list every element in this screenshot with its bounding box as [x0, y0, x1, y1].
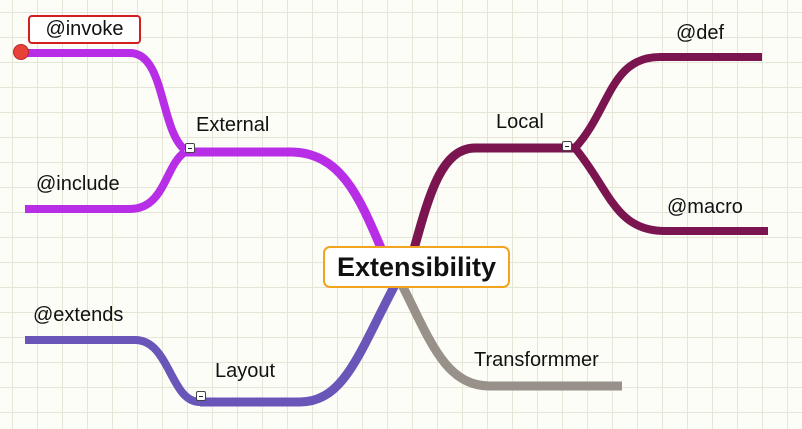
node-transformmer[interactable]: Transformmer	[474, 349, 599, 371]
node-external[interactable]: External	[196, 114, 270, 136]
edge-macro	[571, 145, 768, 235]
edge-invoke	[25, 49, 188, 154]
minus-box-icon[interactable]	[185, 143, 195, 153]
node-invoke[interactable]: @invoke	[28, 15, 141, 44]
minus-box-icon[interactable]	[196, 391, 206, 401]
node-def[interactable]: @def	[676, 22, 725, 44]
node-extends[interactable]: @extends	[33, 304, 124, 326]
edge-def	[572, 53, 762, 151]
root-node[interactable]: Extensibility	[323, 246, 510, 288]
edge-transformmer	[397, 282, 622, 391]
minus-box-icon[interactable]	[562, 141, 572, 151]
node-macro[interactable]: @macro	[667, 196, 743, 218]
edge-extends	[25, 336, 201, 406]
edge-include	[25, 148, 188, 213]
node-layout[interactable]: Layout	[215, 360, 276, 382]
node-local[interactable]: Local	[496, 111, 544, 133]
red-dot-icon[interactable]	[13, 44, 29, 60]
edge-layout	[200, 282, 399, 407]
node-include[interactable]: @include	[36, 173, 120, 195]
